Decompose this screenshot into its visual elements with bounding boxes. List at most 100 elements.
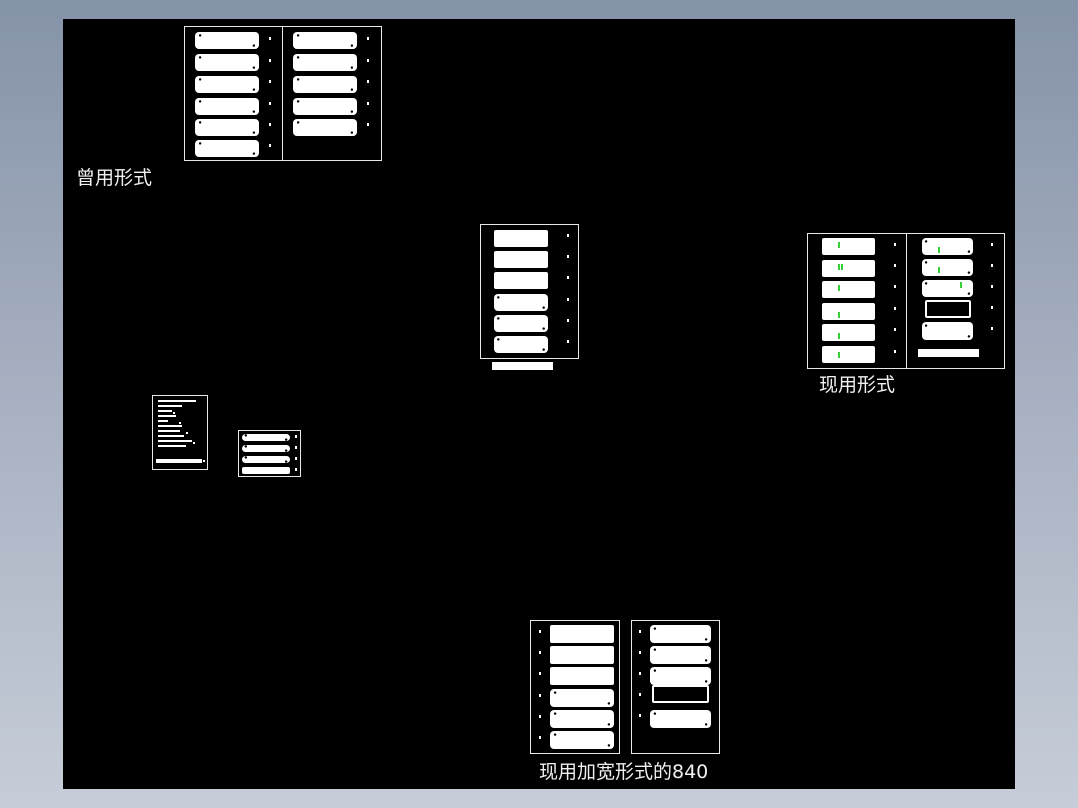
cabinet-block [922,259,973,276]
cabinet-block-open [925,300,971,318]
marker-dot [539,672,541,675]
cabinet-block [293,54,357,71]
green-marker [838,352,840,358]
current-form-label: 现用形式 [819,374,896,396]
marker-dot [539,694,541,697]
green-marker [841,264,843,270]
marker-dot [567,276,569,279]
marker-dot [269,102,271,105]
note-line [158,410,172,412]
cabinet-block [550,689,614,707]
note-speck [179,422,181,424]
marker-dot [269,123,271,126]
cabinet-block [650,625,711,643]
panel-divider [906,234,907,368]
cabinet-block [494,294,548,311]
green-marker [838,242,840,248]
cabinet-block [293,32,357,49]
cabinet-block [195,98,259,115]
cabinet-block [293,98,357,115]
note-line [158,415,176,417]
cabinet-block [922,280,973,297]
note-line [158,445,186,447]
marker-dot [539,630,541,633]
note-line [158,440,192,442]
cabinet-block [494,251,548,268]
cabinet-block-open [652,685,709,703]
marker-dot [367,59,369,62]
marker-dot [269,37,271,40]
cabinet-block [550,710,614,728]
marker-dot [639,630,641,633]
note-line [158,405,182,407]
marker-dot [367,123,369,126]
note-line [158,425,182,427]
marker-dot [639,714,641,717]
marker-dot [539,715,541,718]
cabinet-block [494,272,548,289]
widened-form-right-panel [631,620,720,754]
green-marker [838,333,840,339]
marker-dot [539,651,541,654]
cabinet-block [922,238,973,255]
marker-dot [269,144,271,147]
note-arrow-tip [203,460,205,462]
panel-divider [282,27,283,160]
cabinet-block [922,322,973,340]
cabinet-block [650,710,711,728]
cabinet-block [550,625,614,643]
cabinet-block [242,434,290,441]
cabinet-block [822,260,875,277]
note-arrow-bar [156,459,202,463]
current-form-drawing [807,233,1005,369]
marker-dot [567,234,569,237]
cabinet-block [195,54,259,71]
cabinet-block [822,324,875,341]
cabinet-block [650,667,711,685]
marker-dot [567,319,569,322]
former-form-drawing [184,26,382,161]
marker-dot [991,264,993,267]
cabinet-block [242,445,290,452]
green-marker [938,247,940,253]
note-speck [193,442,195,444]
cabinet-block [494,336,548,353]
cabinet-block [822,346,875,363]
marker-dot [367,80,369,83]
widened-form-label: 现用加宽形式的840 [539,761,709,783]
marker-dot [295,457,297,460]
note-line [158,435,184,437]
marker-dot [894,307,896,310]
note-speck [173,412,175,414]
former-form-label: 曾用形式 [76,167,153,189]
cabinet-block [822,303,875,320]
cabinet-block [195,119,259,136]
marker-dot [894,328,896,331]
green-marker [938,267,940,273]
marker-dot [894,285,896,288]
marker-dot [539,736,541,739]
cabinet-block [494,315,548,332]
small-cabinet-sketch [238,430,301,477]
marker-dot [367,102,369,105]
marker-dot [567,298,569,301]
green-marker [838,285,840,291]
cabinet-block [550,646,614,664]
cad-drawing-canvas[interactable]: 曾用形式 [63,19,1015,789]
marker-dot [567,340,569,343]
marker-dot [295,468,297,471]
cabinet-block [550,667,614,685]
marker-dot [295,435,297,438]
green-marker [960,282,962,288]
cabinet-block [242,467,290,474]
marker-dot [639,672,641,675]
cabinet-block [494,230,548,247]
marker-dot [991,285,993,288]
cabinet-block [195,140,259,157]
marker-dot [567,255,569,258]
widened-form-left-panel [530,620,620,754]
cabinet-block [550,731,614,749]
marker-dot [894,350,896,353]
marker-dot [991,243,993,246]
small-note-sheet [152,395,208,470]
